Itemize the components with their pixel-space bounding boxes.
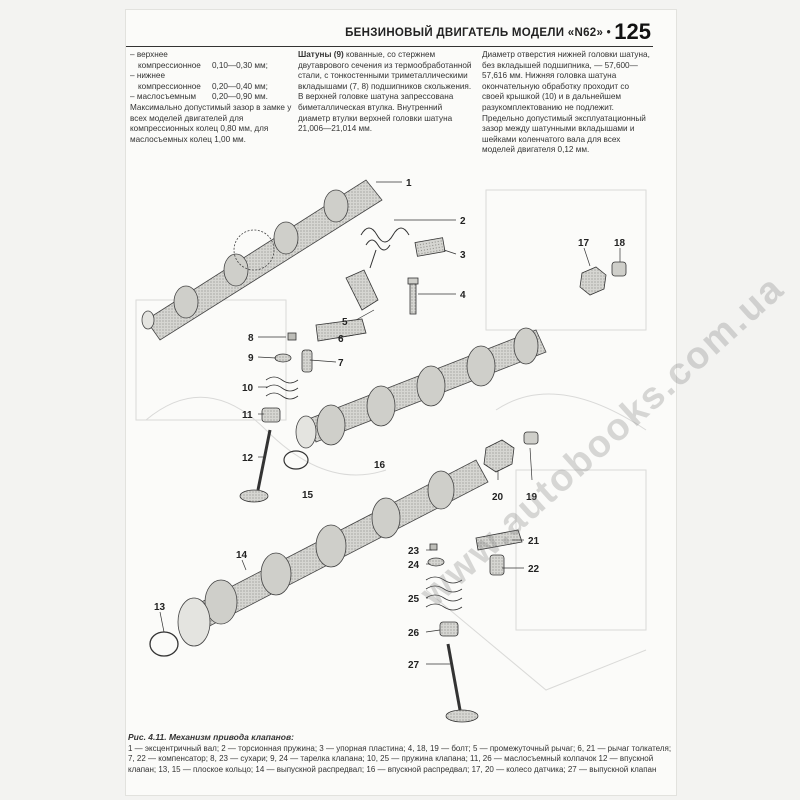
callout-3: 3 (460, 250, 466, 261)
caption-title: Рис. 4.11. Механизм привода клапанов: (128, 732, 294, 742)
leader-lines (159, 181, 621, 665)
page-number: 125 (614, 19, 651, 44)
flat-ring-lower (149, 631, 179, 657)
sensor-wheel-upper (579, 261, 627, 296)
connecting-rods-text: кованные, со стержнем двутаврового сечен… (298, 50, 472, 134)
callout-24: 24 (408, 560, 420, 571)
big-end-paragraph: Диаметр отверстия нижней головки шатуна,… (482, 50, 650, 112)
exhaust-valve-assembly (425, 529, 523, 723)
callout-18: 18 (614, 238, 626, 249)
intake-valve-assembly (239, 332, 313, 503)
callout-6: 6 (338, 334, 344, 345)
callout-2: 2 (460, 216, 466, 227)
figure-caption: Рис. 4.11. Механизм привода клапанов: 1 … (128, 732, 674, 775)
eccentric-shaft (141, 179, 383, 341)
spec-label: – верхнее (130, 50, 168, 59)
header-title: БЕНЗИНОВЫЙ ДВИГАТЕЛЬ МОДЕЛИ «N62» • (345, 27, 611, 39)
callout-27: 27 (408, 660, 420, 671)
spec-value (212, 50, 294, 61)
callout-5: 5 (342, 317, 348, 328)
sensor-wheel-lower (483, 431, 539, 473)
spec-label: – нижнее (130, 71, 166, 81)
callout-16: 16 (374, 460, 386, 471)
callout-17: 17 (578, 238, 590, 249)
spec-value: 0,20—0,40 мм; (212, 81, 268, 91)
callout-numbers: 1 2 3 4 5 6 7 8 9 10 11 12 13 14 15 16 1… (154, 178, 626, 671)
text-column-1: – верхнее компрессионное 0,10—0,30 мм; –… (130, 50, 294, 145)
callout-10: 10 (242, 383, 254, 394)
callout-26: 26 (408, 628, 420, 639)
caption-legend: 1 — эксцентричный вал; 2 — торсионная пр… (128, 744, 672, 774)
spec-label: – маслосъемным (130, 92, 196, 102)
spec-row: – маслосъемным 0,20—0,90 мм. (130, 92, 294, 103)
header-title-text: БЕНЗИНОВЫЙ ДВИГАТЕЛЬ МОДЕЛИ «N62» (345, 27, 604, 39)
background-ghost-drawing (135, 189, 647, 691)
callout-7: 7 (338, 358, 344, 369)
exploded-view-drawing: 1 2 3 4 5 6 7 8 9 10 11 12 13 14 15 16 1… (135, 178, 647, 723)
thrust-plate (414, 237, 446, 257)
intermediate-lever (315, 269, 379, 342)
callout-25: 25 (408, 594, 420, 605)
callout-9: 9 (248, 353, 254, 364)
header-bullet: • (606, 27, 611, 39)
callout-1: 1 (406, 178, 412, 189)
callout-14: 14 (236, 550, 248, 561)
callout-12: 12 (242, 453, 254, 464)
spec-row: компрессионное 0,20—0,40 мм; (130, 82, 294, 93)
text-column-2: Шатуны (9) кованные, со стержнем двутавр… (298, 50, 476, 135)
connecting-rods-paragraph: Шатуны (9) кованные, со стержнем двутавр… (298, 50, 476, 135)
page-header: БЕНЗИНОВЫЙ ДВИГАТЕЛЬ МОДЕЛИ «N62» • 125 (126, 16, 653, 47)
callout-15: 15 (302, 490, 314, 501)
spec-label: компрессионное (138, 60, 201, 70)
spec-row: – нижнее (130, 71, 294, 82)
callout-22: 22 (528, 564, 540, 575)
intake-camshaft (295, 327, 547, 449)
spec-row: – верхнее (130, 50, 294, 61)
flat-ring (283, 450, 309, 470)
callout-19: 19 (526, 492, 538, 503)
ring-gap-paragraph: Максимально допустимый зазор в замке у в… (130, 102, 292, 144)
spec-value: 0,10—0,30 мм; (212, 60, 268, 70)
spec-value (212, 71, 294, 82)
callout-4: 4 (460, 290, 466, 301)
callout-8: 8 (248, 333, 254, 344)
callout-21: 21 (528, 536, 540, 547)
callout-13: 13 (154, 602, 166, 613)
exhaust-camshaft (177, 459, 489, 647)
callout-11: 11 (242, 410, 253, 421)
callout-20: 20 (492, 492, 504, 503)
torsion-spring (360, 227, 410, 269)
callout-23: 23 (408, 546, 420, 557)
text-column-3: Диаметр отверстия нижней головки шатуна,… (482, 50, 652, 156)
book-page: БЕНЗИНОВЫЙ ДВИГАТЕЛЬ МОДЕЛИ «N62» • 125 … (126, 10, 792, 795)
connecting-rods-lead: Шатуны (9) (298, 50, 344, 59)
spec-row: компрессионное 0,10—0,30 мм; (130, 61, 294, 72)
bolt (407, 277, 419, 315)
valve-train-figure: 1 2 3 4 5 6 7 8 9 10 11 12 13 14 15 16 1… (126, 170, 676, 730)
spec-label: компрессионное (138, 81, 201, 91)
clearance-paragraph: Предельно допустимый эксплуатационный за… (482, 113, 646, 155)
spec-value: 0,20—0,90 мм. (212, 92, 268, 102)
